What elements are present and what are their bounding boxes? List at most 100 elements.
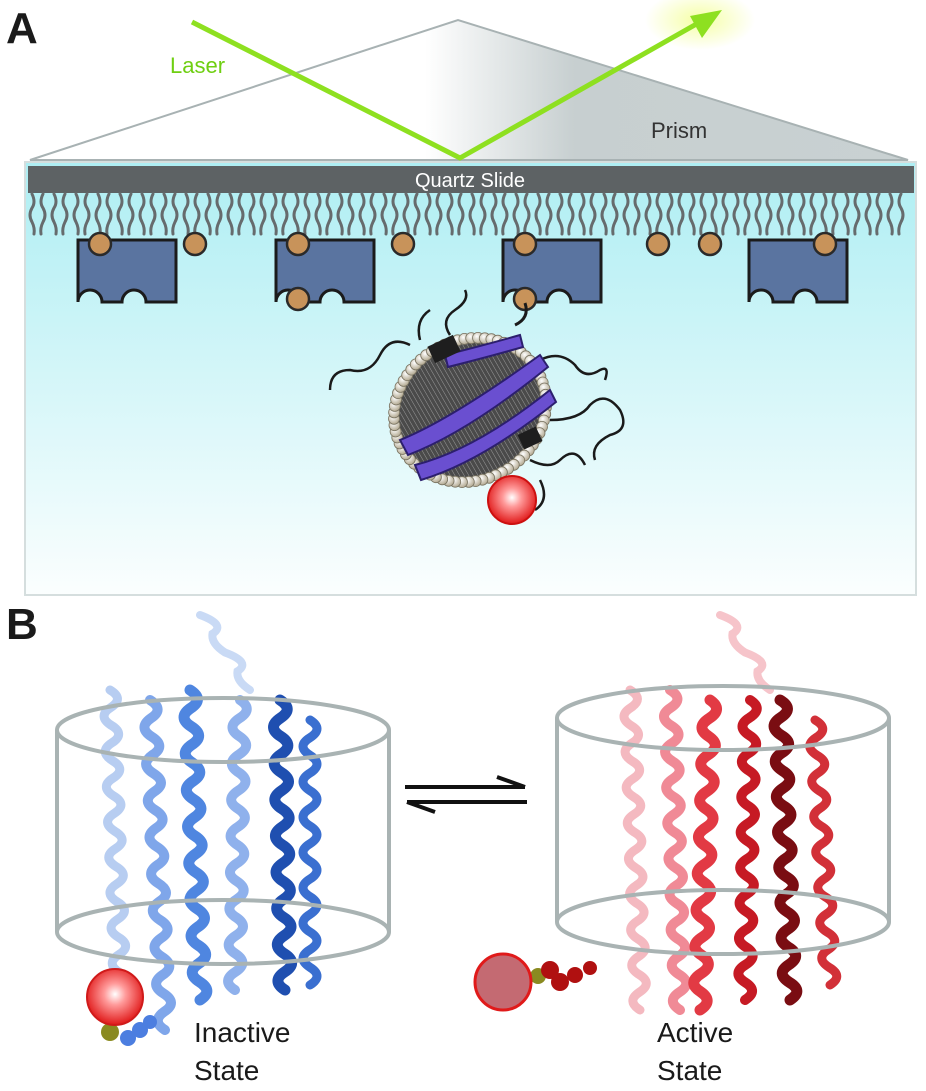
active-label-line2: State (657, 1055, 722, 1086)
peg-chain (743, 192, 751, 236)
quartz-slide (28, 166, 914, 193)
panel-letter-a: A (6, 4, 38, 53)
peg-chain (446, 192, 454, 236)
peg-chain (204, 192, 212, 236)
peg-chain (655, 192, 663, 236)
peg-chain (105, 192, 113, 236)
peg-chain (336, 192, 344, 236)
inactive-label-line2: State (194, 1055, 259, 1086)
peg-chain (842, 192, 850, 236)
peg-chain (435, 192, 443, 236)
peg-chain (248, 192, 256, 236)
peg-chain (578, 192, 586, 236)
peg-chain (589, 192, 597, 236)
peg-chain (116, 192, 124, 236)
peg-chain (556, 192, 564, 236)
helix-ribbon (223, 695, 252, 995)
peg-chain (534, 192, 542, 236)
peg-chain (699, 192, 707, 236)
fluorophore-dye-a (487, 475, 537, 525)
inactive-membrane-cylinder (55, 696, 391, 966)
peg-chain (468, 192, 476, 236)
helix-ribbon (139, 695, 176, 1035)
helix-ribbon (298, 715, 322, 990)
peg-chain (72, 192, 80, 236)
peg-chain (226, 192, 234, 236)
helix-ribbon (196, 611, 254, 694)
peg-chain (83, 192, 91, 236)
inactive-helices (99, 611, 322, 1035)
peg-chain (886, 192, 894, 236)
helix-ribbon (178, 684, 213, 1006)
equilibrium-arrows-icon (405, 775, 527, 814)
helix-ribbon (768, 694, 803, 1006)
peg-chain (358, 192, 366, 236)
quartz-slide-label: Quartz Slide (415, 170, 525, 192)
active-linker (530, 961, 597, 991)
peg-brush (28, 192, 905, 236)
peg-chain (776, 192, 784, 236)
peg-chain (523, 192, 531, 236)
peg-chain (402, 192, 410, 236)
peg-chain (798, 192, 806, 236)
peg-chain (820, 192, 828, 236)
inactive-label-line1: Inactive (194, 1017, 291, 1048)
active-membrane-cylinder (555, 684, 891, 956)
active-label-line1: Active (657, 1017, 733, 1048)
peg-chain (644, 192, 652, 236)
peg-chain (281, 192, 289, 236)
peg-chain (567, 192, 575, 236)
peg-chain (457, 192, 465, 236)
peg-chain (809, 192, 817, 236)
peg-chain (314, 192, 322, 236)
peg-chain (754, 192, 762, 236)
laser-label: Laser (170, 53, 225, 78)
peg-chain (831, 192, 839, 236)
peg-chain (325, 192, 333, 236)
peg-chain (160, 192, 168, 236)
laser-arrow-head (690, 10, 722, 38)
peg-chain (413, 192, 421, 236)
peg-chain (490, 192, 498, 236)
peg-chain (292, 192, 300, 236)
peg-chain (622, 192, 630, 236)
peg-chain (193, 192, 201, 236)
peg-chain (721, 192, 729, 236)
peg-chain (28, 192, 36, 236)
peg-chain (303, 192, 311, 236)
peg-chain (633, 192, 641, 236)
peg-chain (391, 192, 399, 236)
peg-chain (710, 192, 718, 236)
peg-chain (765, 192, 773, 236)
peg-chain (61, 192, 69, 236)
peg-chain (347, 192, 355, 236)
inactive-receptor (99, 611, 322, 1035)
inactive-linker (101, 1015, 157, 1046)
peg-chain (501, 192, 509, 236)
neutravidin-3 (501, 231, 723, 312)
peg-chain (171, 192, 179, 236)
peg-chain (237, 192, 245, 236)
peg-chain (666, 192, 674, 236)
peg-chain (545, 192, 553, 236)
peg-chain (127, 192, 135, 236)
helix-ribbon (268, 694, 298, 996)
peg-chain (380, 192, 388, 236)
helix-ribbon (716, 611, 774, 694)
peg-chain (259, 192, 267, 236)
peg-chain (864, 192, 872, 236)
helix-ribbon (99, 685, 132, 995)
peg-chain (787, 192, 795, 236)
helix-ribbon (805, 715, 842, 990)
peg-chain (50, 192, 58, 236)
nanodisc (328, 289, 625, 512)
peg-chain (677, 192, 685, 236)
peg-chain (424, 192, 432, 236)
peg-chain (732, 192, 740, 236)
prism-label: Prism (651, 118, 707, 143)
peg-chain (512, 192, 520, 236)
peg-chain (270, 192, 278, 236)
prism (29, 18, 909, 161)
peg-chain (875, 192, 883, 236)
